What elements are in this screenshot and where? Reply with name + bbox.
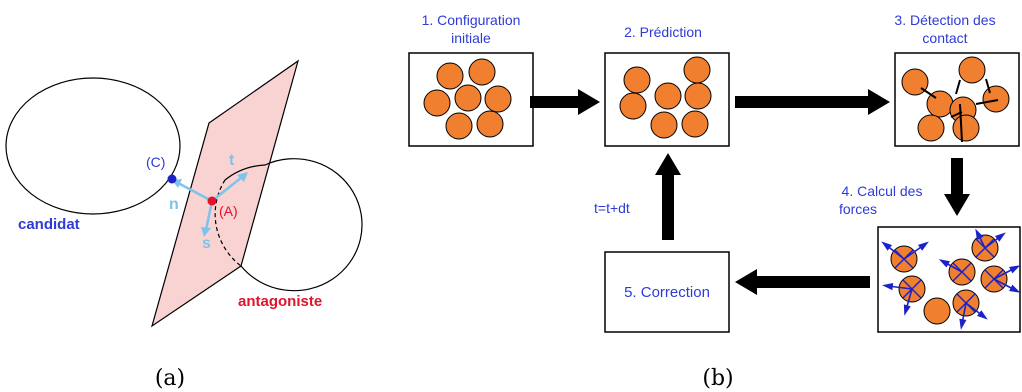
arrow-1-to-2 <box>530 89 600 115</box>
step4-label-line1: 4. Calcul des <box>842 183 923 199</box>
particle <box>683 56 711 84</box>
particle <box>619 92 647 120</box>
point-a-label: (A) <box>219 203 238 219</box>
contact-mark <box>920 87 937 99</box>
panel-a: (C) (A) n t s candidat antagoniste (a) <box>5 59 363 391</box>
particle <box>681 110 709 138</box>
force-arrow <box>993 278 1021 293</box>
step5-box <box>604 251 730 333</box>
particle <box>917 114 945 142</box>
candidat-ellipse <box>5 77 181 215</box>
particle <box>684 82 712 110</box>
force-arrow <box>938 259 963 273</box>
step1-particles <box>423 58 512 140</box>
step2-particles <box>619 56 712 139</box>
force-arrow <box>975 228 986 249</box>
panel-b: 1. Configuration initiale 2. Prédiction … <box>408 12 1021 391</box>
arrow-3-to-4 <box>944 158 970 216</box>
particle <box>476 110 504 138</box>
force-arrow <box>903 288 913 316</box>
particle <box>484 85 512 113</box>
step1-label-line2: initiale <box>451 30 491 46</box>
contact-mark <box>959 103 963 143</box>
step2-label: 2. Prédiction <box>624 24 702 40</box>
particle <box>468 58 496 86</box>
force-arrow <box>903 241 929 260</box>
time-update-label: t=t+dt <box>594 200 630 216</box>
force-arrow <box>965 302 988 320</box>
step4-particles <box>881 228 1021 330</box>
step3-label-line2: contact <box>922 30 967 46</box>
particle <box>952 114 980 142</box>
contact-mark <box>975 99 999 105</box>
particle <box>454 84 482 112</box>
contact-mark <box>985 78 991 94</box>
particle <box>623 66 651 94</box>
tangent-plane <box>150 59 300 328</box>
antagoniste-ellipse <box>224 158 363 292</box>
candidat-label: candidat <box>18 216 80 233</box>
point-a-marker <box>207 196 217 206</box>
step5-label: 5. Correction <box>624 284 710 301</box>
vector-n-label: n <box>169 196 179 213</box>
particle <box>958 56 986 84</box>
vector-t-label: t <box>229 152 235 169</box>
antagoniste-ellipse-hidden <box>214 179 242 267</box>
force-arrow <box>881 241 905 260</box>
vector-s-label: s <box>202 235 211 252</box>
step3-label-line1: 3. Détection des <box>894 12 995 28</box>
arrow-2-to-3 <box>735 89 890 115</box>
particle <box>423 89 451 117</box>
step1-label-line1: 1. Configuration <box>422 12 521 28</box>
force-arrow <box>984 232 1006 249</box>
particle <box>982 85 1010 113</box>
point-c-label: (C) <box>146 154 165 170</box>
antagoniste-label: antagoniste <box>238 293 322 310</box>
vector-t <box>211 172 248 202</box>
step3-particles <box>901 56 1010 143</box>
particle <box>923 297 951 325</box>
arrow-4-to-5 <box>735 269 870 295</box>
force-arrow <box>959 302 967 330</box>
force-arrow <box>993 265 1021 280</box>
point-c-marker <box>167 174 177 184</box>
vector-s <box>201 200 214 237</box>
step4-label-line2: forces <box>839 201 877 217</box>
caption-b: (b) <box>702 366 733 391</box>
particle <box>436 62 464 90</box>
particle <box>445 112 473 140</box>
force-arrow <box>882 283 913 291</box>
caption-a: (a) <box>155 366 185 391</box>
contact-mark <box>955 79 961 95</box>
particle <box>654 82 682 110</box>
arrow-5-to-2 <box>655 153 681 240</box>
particle <box>650 111 678 139</box>
